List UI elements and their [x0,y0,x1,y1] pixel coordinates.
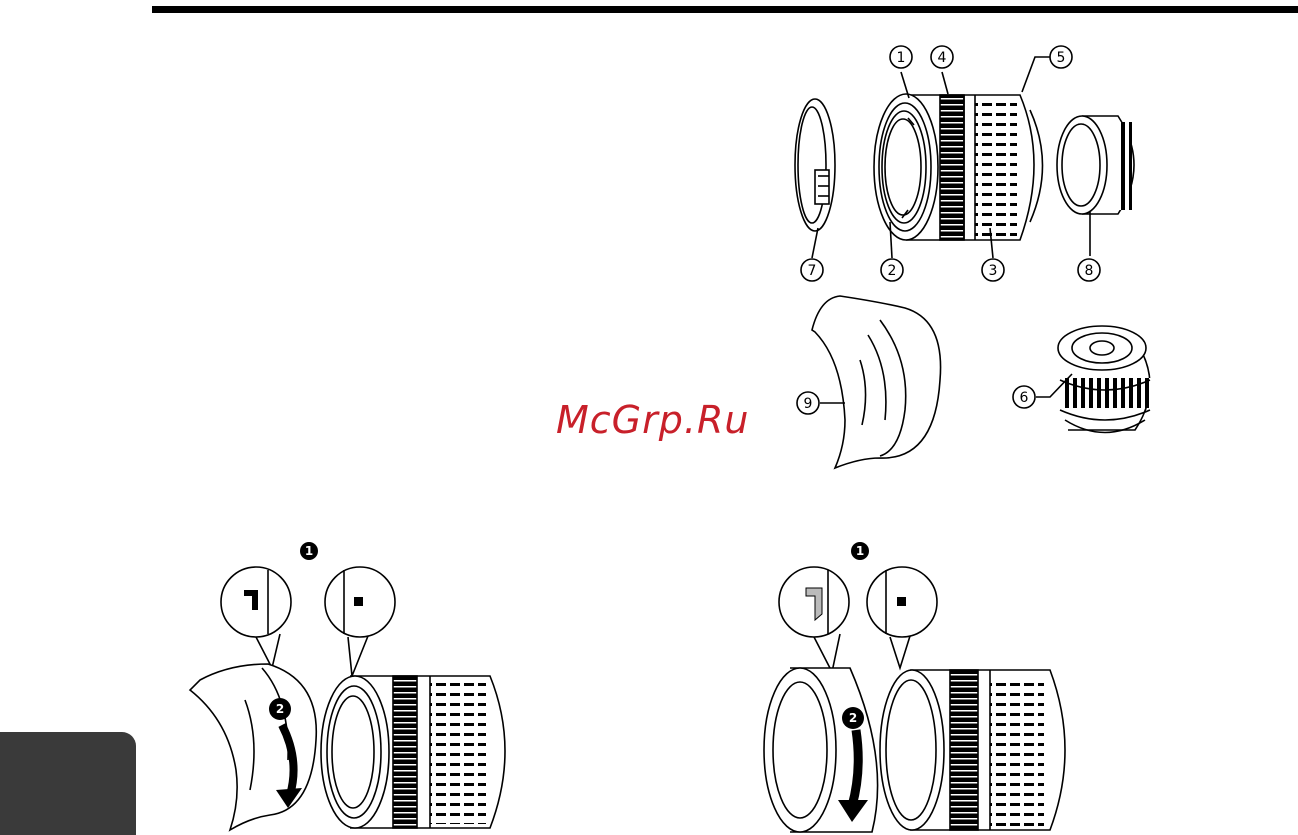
callout-2: 2 [888,263,897,279]
small-lens-drawing [1058,326,1152,433]
callout-9: 9 [804,396,813,412]
callout-3: 3 [989,263,998,279]
lens-parts-diagram [795,46,1152,468]
callout-5: 5 [1057,50,1066,66]
lens-hood-drawing [812,296,941,468]
front-cap-drawing [795,99,835,231]
callout-1: 1 [897,50,906,66]
step-2-right: 2 [849,711,857,725]
rear-cap-drawing [1057,116,1134,214]
step-1-right: 1 [856,544,864,558]
watermark: McGrp.Ru [556,398,749,442]
hood-attach-diagram-right [764,542,1065,832]
callout-8: 8 [1085,263,1094,279]
callout-7: 7 [808,263,817,279]
step-1-left: 1 [305,544,313,558]
callout-4: 4 [938,50,947,66]
callout-6: 6 [1020,390,1029,406]
step-2-left: 2 [276,702,284,716]
lens-body-drawing [874,94,1043,240]
hood-attach-diagram-left [190,542,505,830]
